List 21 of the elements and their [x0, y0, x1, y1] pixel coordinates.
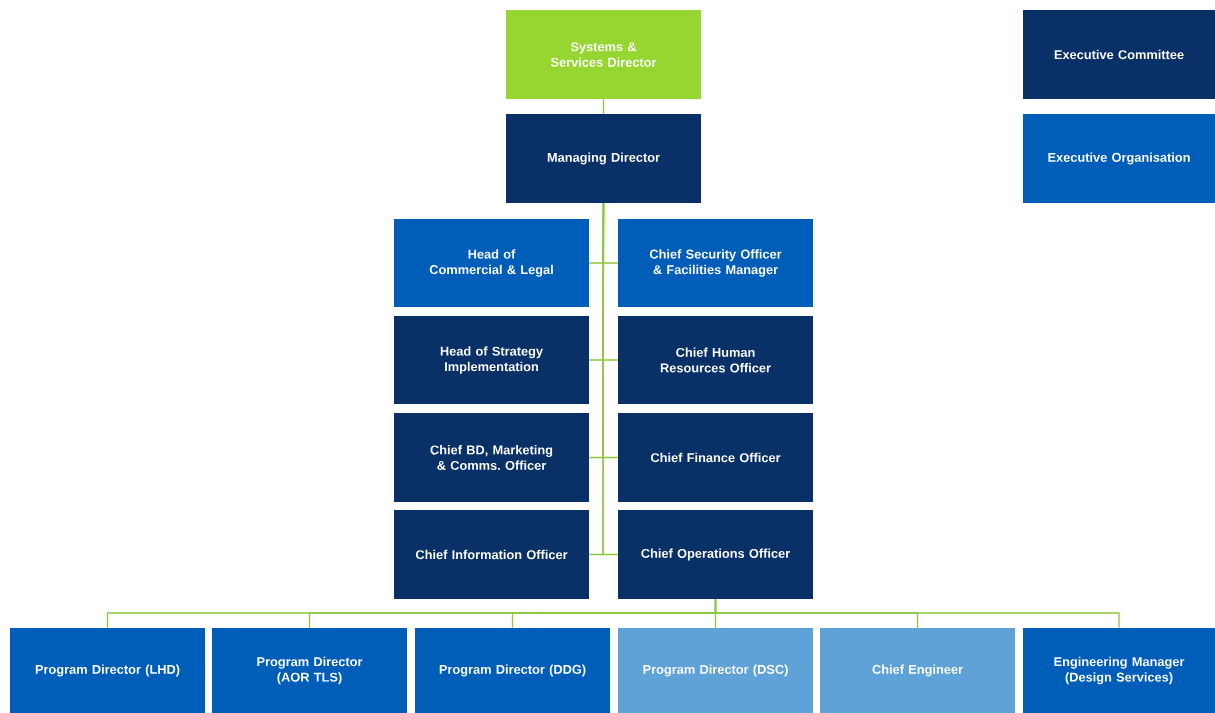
legend-box: Executive Organisation: [1023, 114, 1215, 203]
org-box: Chief Human Resources Officer: [618, 316, 813, 404]
org-box: Chief Engineer: [820, 628, 1015, 713]
org-box: Chief BD, Marketing & Comms. Officer: [394, 413, 589, 502]
org-box: Managing Director: [506, 114, 701, 203]
org-box: Program Director (LHD): [10, 628, 205, 713]
connector-line: [714, 598, 1120, 629]
org-box: Chief Information Officer: [394, 510, 589, 599]
org-box: Systems & Services Director: [506, 10, 701, 99]
org-box: Program Director (DSC): [618, 628, 813, 713]
connector-line: [602, 98, 605, 115]
org-box: Head of Commercial & Legal: [394, 219, 589, 307]
org-box: Chief Security Officer & Facilities Manager: [618, 219, 813, 307]
connector-line: [602, 202, 619, 556]
org-box: Program Director (DDG): [415, 628, 610, 713]
org-box: Chief Finance Officer: [618, 413, 813, 502]
org-box: Engineering Manager (Design Services): [1023, 628, 1215, 713]
org-box: Chief Operations Officer: [618, 510, 813, 599]
org-box: Head of Strategy Implementation: [394, 316, 589, 404]
org-box: Program Director (AOR TLS): [212, 628, 407, 713]
legend-box: Executive Committee: [1023, 10, 1215, 99]
